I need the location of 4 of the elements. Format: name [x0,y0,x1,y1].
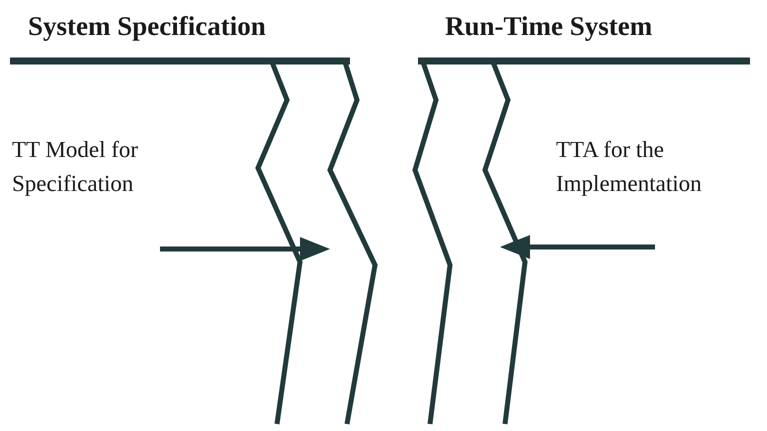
heading: System Specification [28,10,266,43]
body-text: TT Model for Specification [12,136,140,198]
heading: Run-Time System [445,10,652,43]
body-text: TTA for the Implementation [556,136,703,198]
